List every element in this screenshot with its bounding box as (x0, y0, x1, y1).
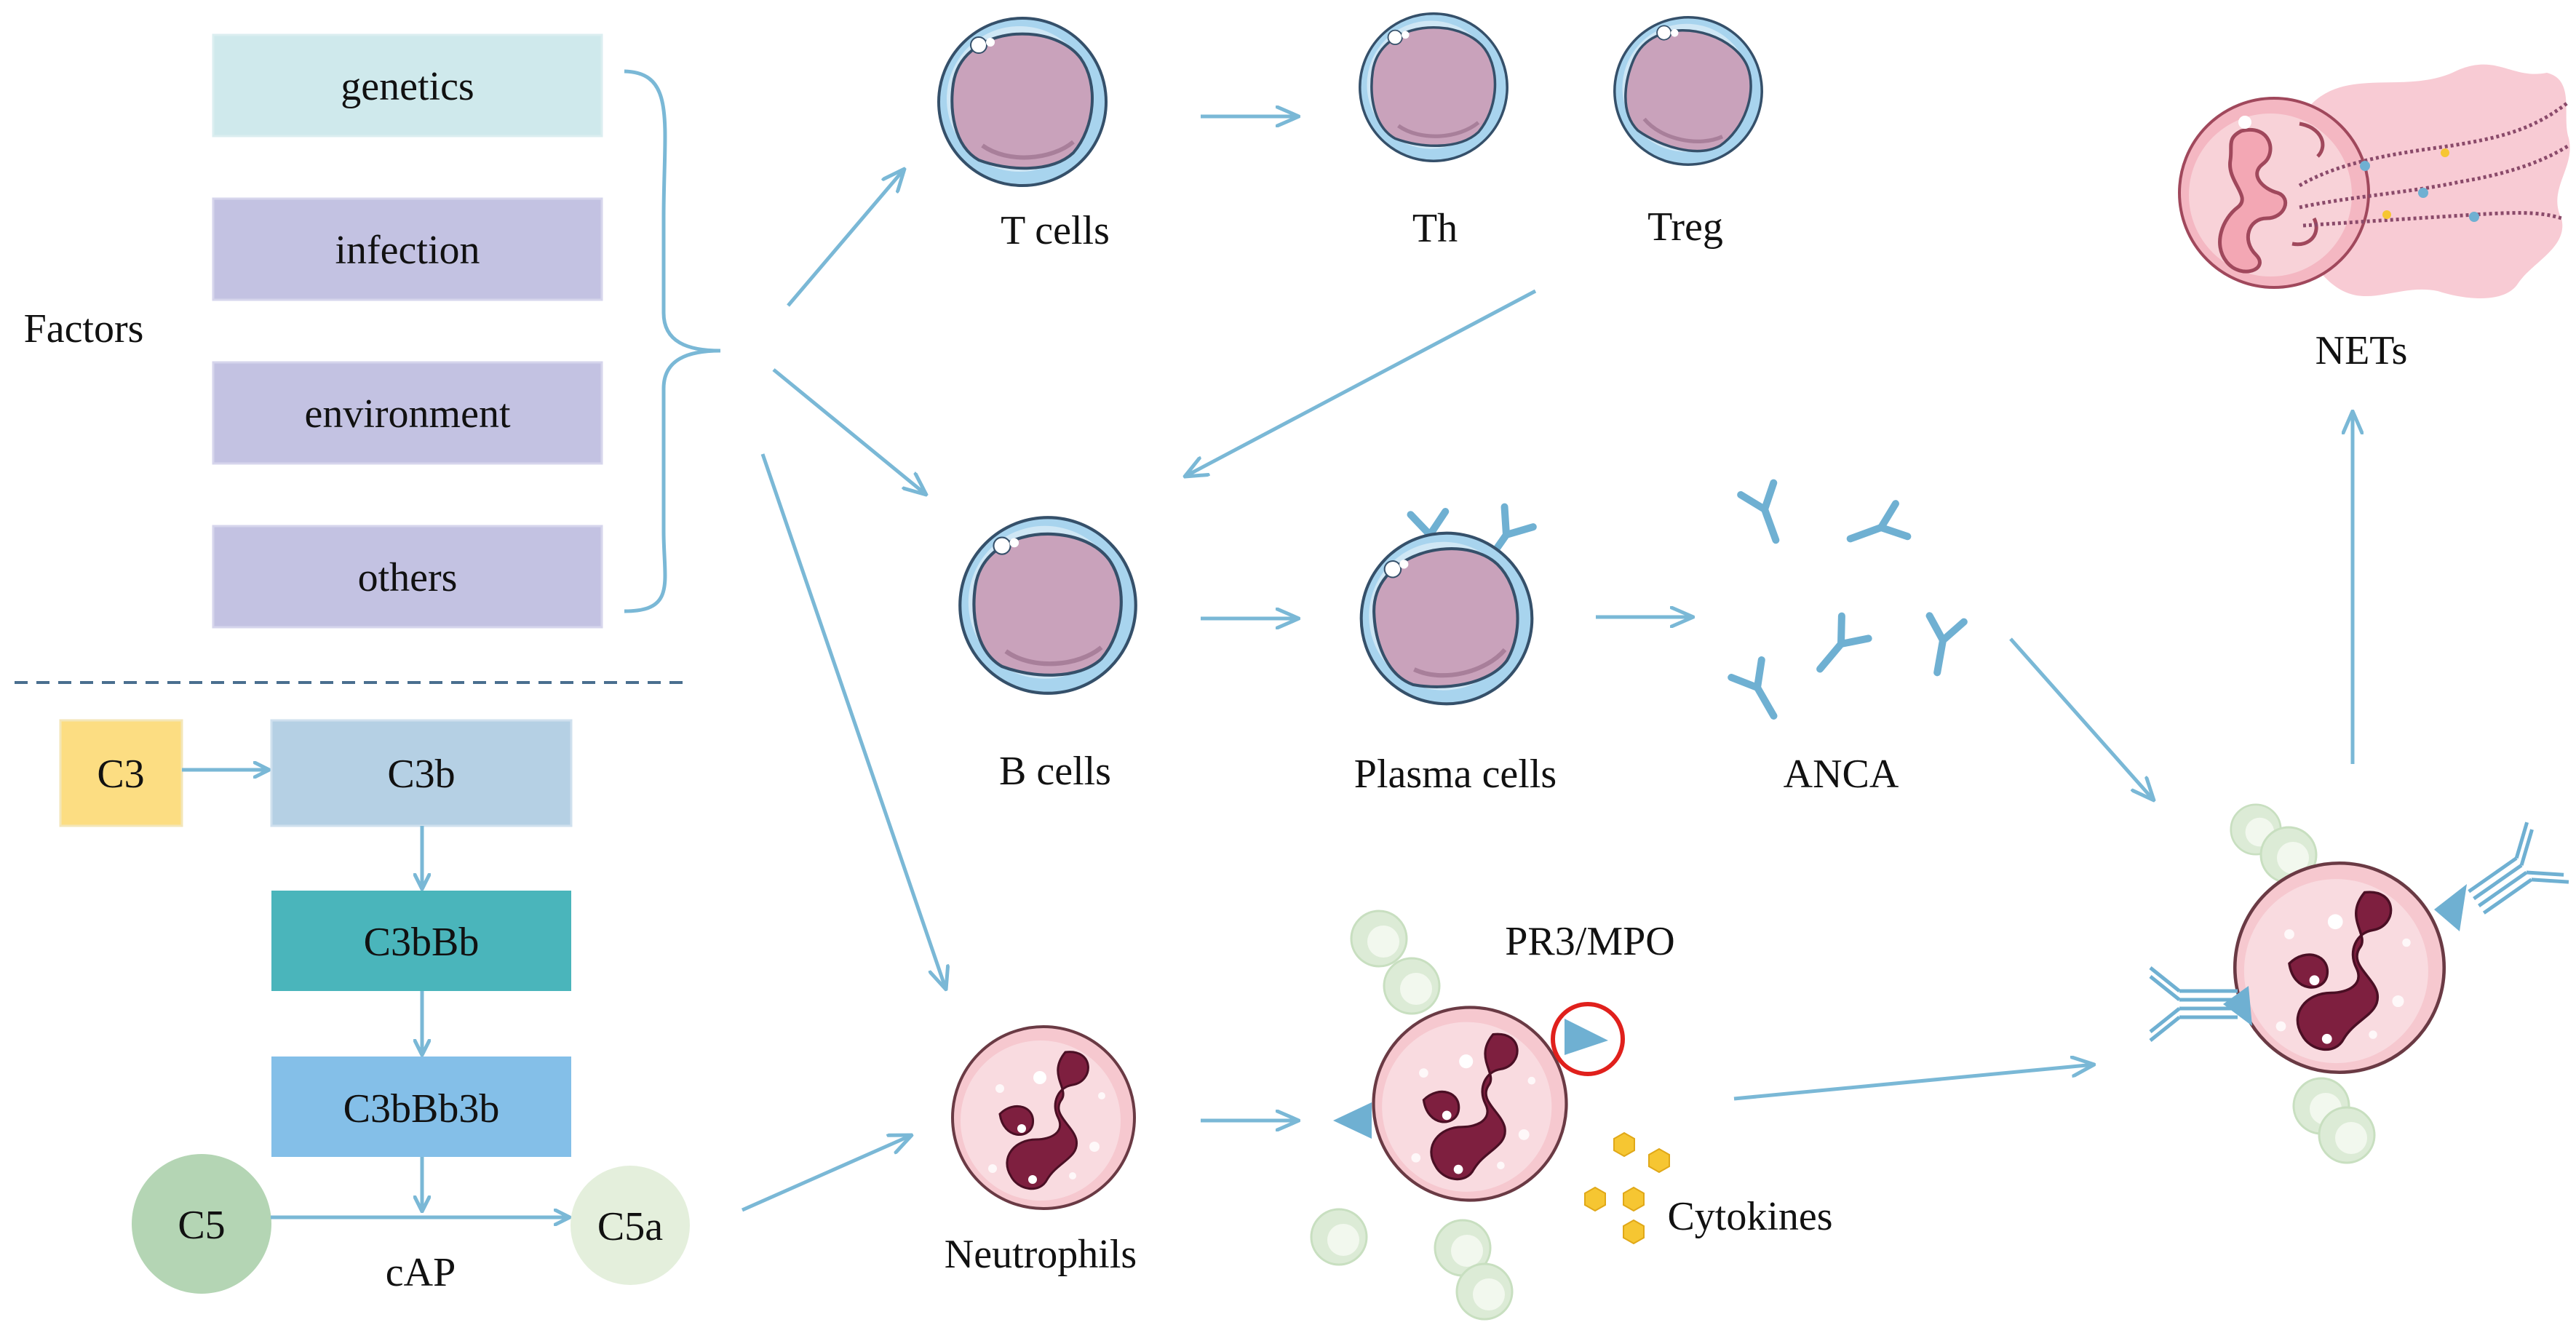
arrow-factors-to-tcells (787, 169, 905, 307)
c3b-label: C3b (387, 752, 455, 797)
c3bbb3b-box: C3bBb3b (271, 1057, 571, 1157)
th-cell-label: Th (1412, 206, 1458, 251)
c3b-box: C3b (270, 719, 573, 827)
factor-label-others: others (358, 555, 458, 600)
factors-panel: Factors genetics infection environment o… (24, 33, 721, 629)
neutrophil: Neutrophils (945, 1025, 1137, 1277)
factor-box-environment: environment (212, 361, 603, 465)
b-cell: B cells (960, 517, 1136, 794)
arrow-primed-to-activated (1733, 1065, 2094, 1101)
factor-box-others: others (212, 525, 603, 629)
complement-panel: C3 C3b C3bBb C3bBb3b C5 C5a cAP (59, 719, 690, 1295)
c3-box: C3 (59, 719, 183, 827)
factor-label-environment: environment (304, 391, 510, 437)
factors-brace (624, 69, 721, 613)
factor-label-infection: infection (335, 228, 480, 273)
c5a-label: C5a (597, 1204, 663, 1249)
antigen-triangle-right (1565, 1019, 1608, 1055)
factor-box-genetics: genetics (212, 33, 603, 138)
nets-cell: NETs (2178, 64, 2570, 373)
c3bbb-box: C3bBb (271, 891, 571, 991)
t-cell: T cells (939, 18, 1110, 253)
pr3-mpo-highlight (1551, 1002, 1625, 1076)
arrow-factors-to-neutrophils (760, 453, 946, 990)
c5a-circle: C5a (571, 1166, 690, 1285)
b-cells-label: B cells (999, 749, 1111, 794)
cytokine-cluster (1584, 1132, 1670, 1244)
factor-box-infection: infection (212, 197, 603, 301)
plasma-cells-label: Plasma cells (1354, 752, 1557, 797)
treg-label: Treg (1647, 204, 1723, 250)
th-cell: Treg Th (0, 0, 1507, 251)
primed-neutrophil: PR3/MPO Cytokines (1310, 910, 1833, 1321)
activated-neutrophil (2150, 803, 2569, 1164)
cap-label: cAP (386, 1250, 456, 1295)
c3bbb3b-label: C3bBb3b (343, 1086, 500, 1131)
treg-cell: Treg (1598, 1, 1778, 250)
arrow-factors-to-bcells (772, 368, 926, 495)
neutrophils-label: Neutrophils (945, 1232, 1137, 1277)
t-cells-label: T cells (1001, 208, 1110, 253)
c3bbb-label: C3bBb (364, 920, 480, 965)
arrow-treg-to-bcells (1185, 289, 1537, 477)
c5-label: C5 (178, 1203, 225, 1248)
antigen-triangle-left (1333, 1102, 1372, 1139)
pr3-mpo-label: PR3/MPO (1505, 919, 1674, 964)
anca-cluster: ANCA (1731, 483, 1964, 797)
arrow-anca-to-activated (2009, 637, 2154, 800)
nets-label: NETs (2315, 328, 2408, 373)
cytokines-label: Cytokines (1667, 1194, 1832, 1239)
factor-label-genetics: genetics (341, 64, 474, 109)
c3-label: C3 (97, 752, 144, 797)
plasma-cell: Plasma cells (1348, 507, 1557, 797)
flow-arrows (741, 116, 2353, 1212)
c5-circle: C5 (132, 1154, 271, 1294)
anca-label: ANCA (1784, 752, 1899, 797)
dna-strand-1 (2298, 100, 2570, 188)
activated-antigen-left (2223, 986, 2252, 1026)
factors-title: Factors (24, 306, 144, 351)
activated-antigen-upper (2434, 884, 2467, 931)
nets-cloud (2298, 64, 2570, 298)
arrow-c5a-to-neutrophils (741, 1135, 912, 1212)
